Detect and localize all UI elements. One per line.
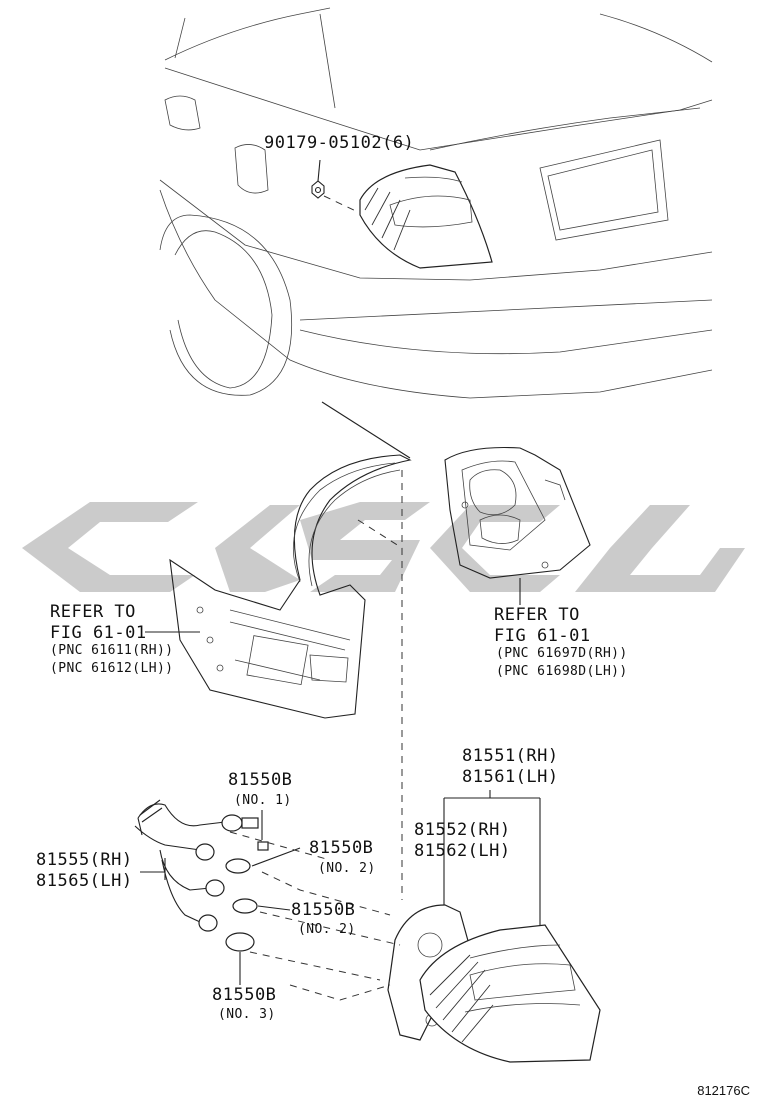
bulb3-note: (NO. 3) (218, 1007, 276, 1022)
lamp-assy-lh: 81561(LH) (462, 767, 559, 787)
socket-rh: 81555(RH) (36, 850, 133, 870)
socket-wire-harness (134, 799, 259, 932)
refer-right-line2: FIG 61-01 (494, 626, 591, 646)
car-body (159, 7, 713, 399)
refer-left-line1: REFER TO (50, 602, 136, 622)
bulb1-part: 81550B (228, 770, 293, 790)
mounted-tail-lamp (359, 164, 493, 269)
bulb2b-note: (NO. 2) (298, 922, 356, 937)
lens-body-lh: 81562(LH) (414, 841, 511, 861)
bulb1-note: (NO. 1) (234, 793, 292, 808)
lens-body-rh: 81552(RH) (414, 820, 511, 840)
refer-left-line3: (PNC 61611(RH)) (50, 643, 174, 658)
bulb2a-note: (NO. 2) (318, 861, 376, 876)
bulb2b-part: 81550B (291, 900, 356, 920)
bulb2a-part: 81550B (309, 838, 374, 858)
lamp-bracket (444, 447, 591, 579)
refer-left-line2: FIG 61-01 (50, 623, 147, 643)
nut-icon (311, 159, 359, 213)
figure-code: 812176C (697, 1083, 750, 1098)
tail-lamp-assembly (387, 904, 601, 1063)
bulb3-part: 81550B (212, 985, 277, 1005)
bulb-icons (225, 841, 269, 952)
watermark-logo (22, 502, 745, 592)
back-door-panel (169, 454, 412, 719)
refer-right-line4: (PNC 61698D(LH)) (496, 664, 628, 679)
lamp-assy-rh: 81551(RH) (462, 746, 559, 766)
socket-lh: 81565(LH) (36, 871, 133, 891)
refer-right-line1: REFER TO (494, 605, 580, 625)
nut-part-number: 90179-05102(6) (264, 133, 415, 153)
refer-right-line3: (PNC 61697D(RH)) (496, 646, 628, 661)
refer-left-line4: (PNC 61612(LH)) (50, 661, 174, 676)
